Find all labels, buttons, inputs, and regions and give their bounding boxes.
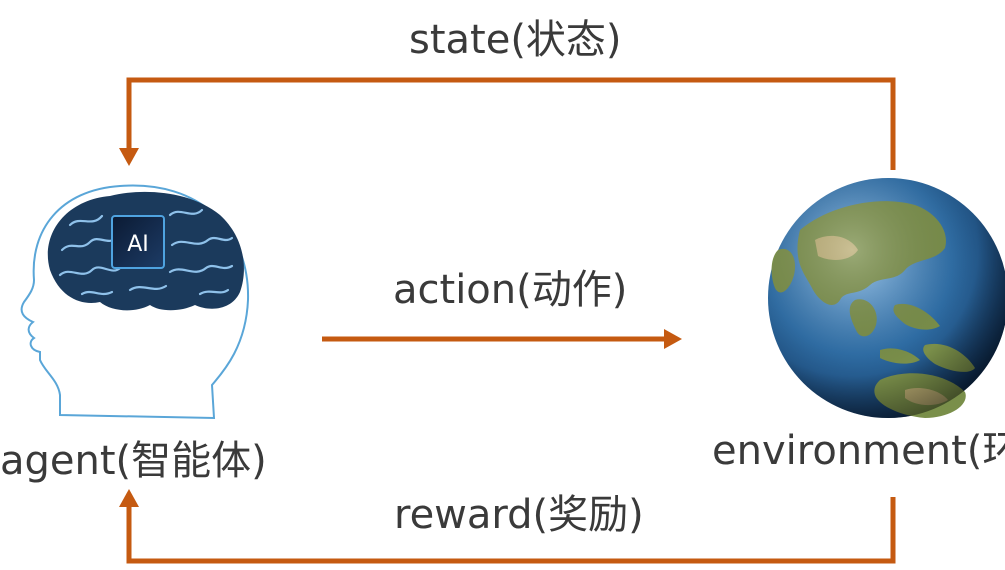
reward-arrow [126, 497, 896, 564]
state-arrow [126, 77, 896, 170]
brain-folds [58, 208, 234, 296]
action-label: action(动作) [393, 267, 628, 313]
action-arrowhead [664, 329, 682, 349]
reward-arrowhead [119, 489, 139, 507]
state-label: state(状态) [409, 17, 622, 63]
agent-label: agent(智能体) [0, 438, 267, 484]
earth-globe-icon [768, 178, 1005, 418]
ai-chip-text: AI [127, 232, 149, 257]
environment-label: environment(环 [712, 428, 1005, 474]
brain-head-icon: AI [20, 184, 250, 420]
reward-label: reward(奖励) [394, 492, 644, 538]
state-arrowhead [119, 148, 139, 166]
ai-chip [111, 215, 165, 269]
globe-shading [768, 178, 1005, 418]
